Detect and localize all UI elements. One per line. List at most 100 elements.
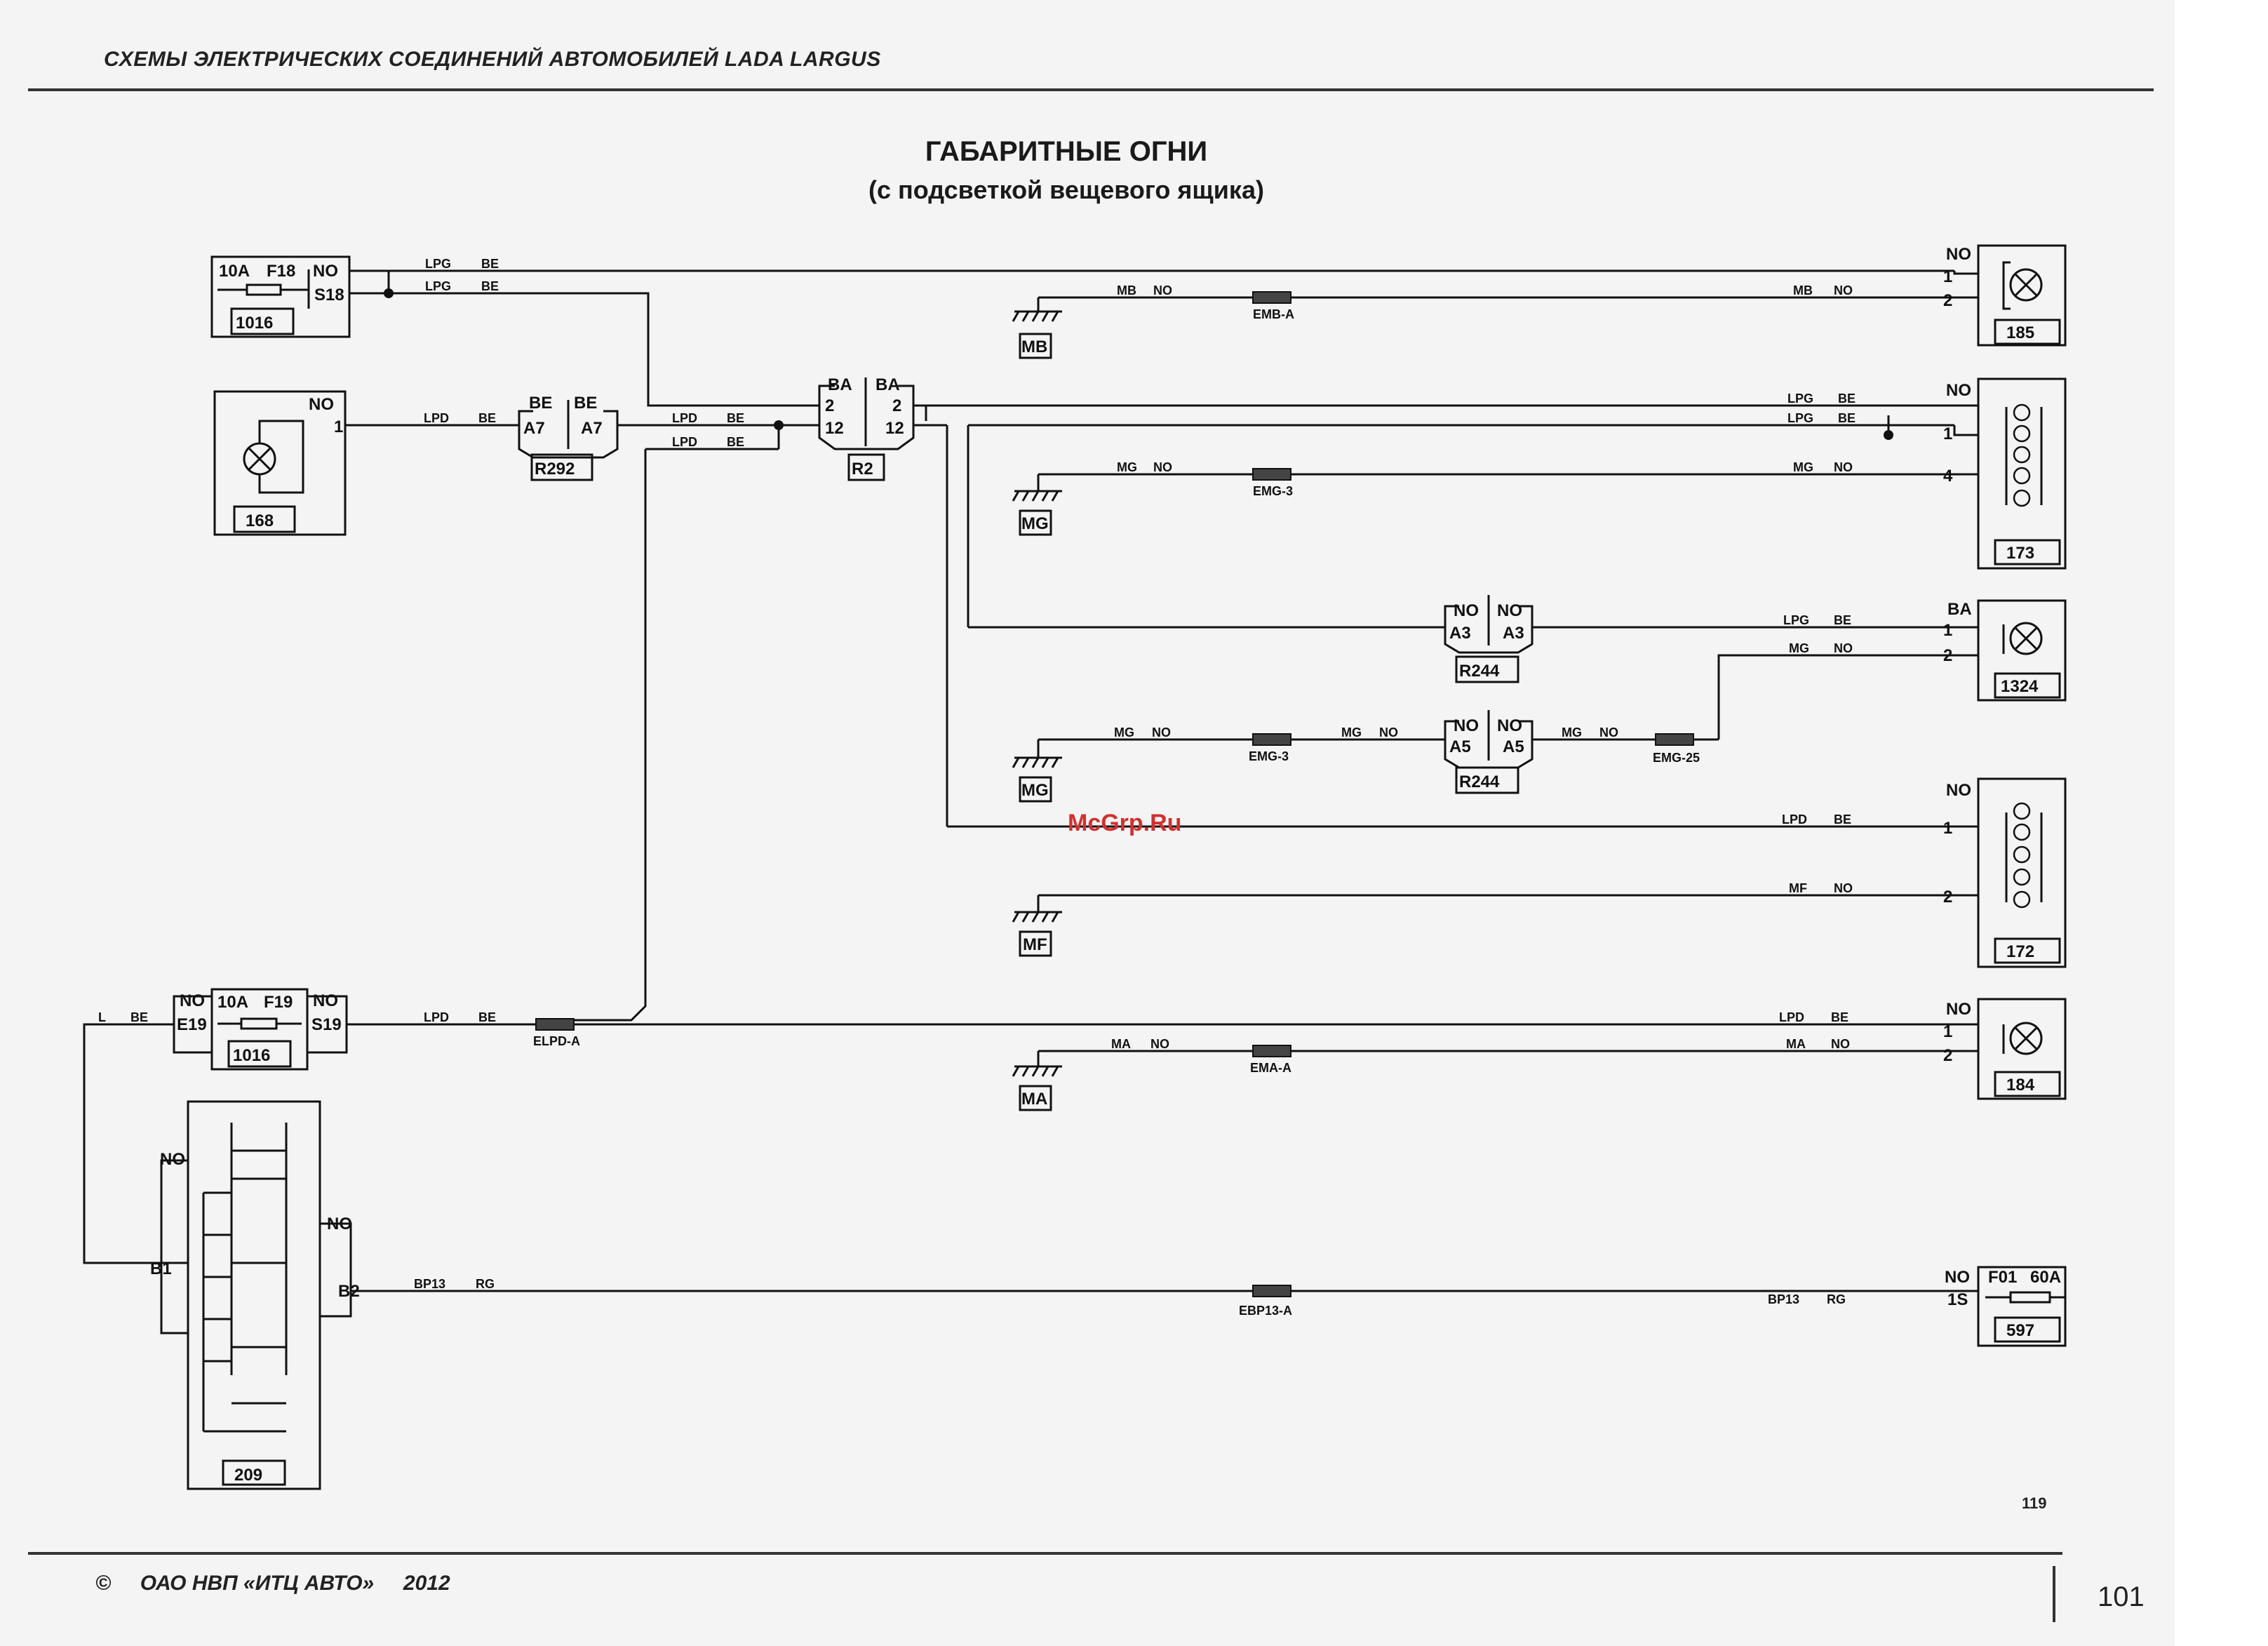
fuse-bottom-pin-in-color: NO bbox=[180, 991, 205, 1010]
wire-mg-a5-3: MG bbox=[1562, 725, 1582, 740]
page-edge bbox=[2175, 0, 2268, 1646]
lamp-172-pin1: 1 bbox=[1943, 819, 1952, 838]
conn-r2-color-l: BA bbox=[828, 375, 852, 394]
lamp-172-pin-color: NO bbox=[1946, 781, 1971, 800]
conn-r292-color-r: BE bbox=[574, 394, 597, 413]
ground-mf-symbol bbox=[1012, 911, 1062, 957]
ground-mg2-label: MG bbox=[1021, 781, 1049, 800]
lamp-168-id: 168 bbox=[246, 511, 274, 530]
lamp-184-pin-color: NO bbox=[1946, 1000, 1971, 1019]
conn-r244-a5-color-r: NO bbox=[1497, 716, 1522, 735]
junction-dot-173 bbox=[1884, 430, 1893, 440]
splice-elpd-a-block bbox=[535, 1018, 575, 1031]
ground-mg1-label: MG bbox=[1021, 514, 1049, 533]
conn-r244-a5-pin-r: A5 bbox=[1503, 737, 1524, 756]
lamp-168-id-box bbox=[233, 505, 296, 533]
wire-no-mb-1: NO bbox=[1153, 283, 1172, 297]
conn-r292-id: R292 bbox=[535, 460, 575, 479]
footer-copyright: © ОАО НВП «ИТЦ АВТО» 2012 bbox=[95, 1572, 450, 1595]
switch-209-pin-color-b2: NO bbox=[327, 1215, 352, 1233]
conn-r244-a3-color-r: NO bbox=[1497, 601, 1522, 620]
splice-elpd-a-label: ELPD-A bbox=[533, 1034, 580, 1048]
lamp-184-id-box bbox=[1994, 1071, 2061, 1097]
lamp-1324-box bbox=[1977, 599, 2067, 702]
wire-lpd-fuse: LPD bbox=[424, 1010, 449, 1024]
fuse-597-box bbox=[1977, 1266, 2067, 1347]
fuse-597-pin: 1S bbox=[1947, 1290, 1968, 1309]
fuse-bottom-pin-out-color: NO bbox=[313, 991, 338, 1010]
wire-l-switch: L bbox=[98, 1010, 106, 1024]
wire-mb-2: MB bbox=[1793, 283, 1813, 297]
conn-r2-shape bbox=[818, 384, 915, 450]
lamp-184-bulb bbox=[2009, 1022, 2043, 1055]
fuse-top-pin: S18 bbox=[314, 286, 344, 305]
wire-rg-1: RG bbox=[476, 1277, 495, 1291]
fuse-top-pin-out: NO bbox=[313, 262, 338, 281]
ground-ma-label: MA bbox=[1021, 1090, 1047, 1109]
fuse-top-id-box bbox=[230, 307, 295, 335]
fuse-top-rating: 10A bbox=[219, 262, 250, 281]
sheet-number: 119 bbox=[2022, 1494, 2047, 1512]
fuse-597-id: 597 bbox=[2006, 1321, 2034, 1340]
wire-lpd-172: LPD bbox=[1782, 812, 1807, 827]
manual-page bbox=[0, 0, 2175, 1646]
wire-no-184-1: NO bbox=[1150, 1037, 1169, 1051]
wire-no-mb-2: NO bbox=[1834, 283, 1853, 297]
lamp-173-bulbs bbox=[2013, 403, 2031, 909]
conn-r244-a3-pin-r: A3 bbox=[1503, 624, 1524, 643]
conn-r292-shape bbox=[518, 410, 619, 459]
wire-be-172: BE bbox=[1834, 812, 1851, 827]
lamp-184-pin2: 2 bbox=[1943, 1046, 1952, 1065]
switch-209-pin-color-b1: NO bbox=[160, 1150, 185, 1169]
lamp-185-pin2: 2 bbox=[1943, 291, 1952, 310]
splice-ema-a-label: EMA-A bbox=[1250, 1061, 1291, 1075]
junction-dot-r2 bbox=[774, 420, 784, 430]
wire-be-168: BE bbox=[478, 411, 496, 425]
wire-be-top-2: BE bbox=[481, 279, 499, 293]
fuse-597-element bbox=[2009, 1291, 2051, 1304]
lamp-168-pin: 1 bbox=[334, 417, 343, 436]
conn-r292-pin-r: A7 bbox=[581, 419, 603, 438]
switch-209-box bbox=[187, 1100, 321, 1490]
lamp-185-id: 185 bbox=[2006, 323, 2034, 342]
fuse-bottom-fuse: F19 bbox=[264, 993, 293, 1012]
splice-ebp13-a-block bbox=[1252, 1285, 1291, 1297]
lamp-173-pin1: 1 bbox=[1943, 424, 1952, 443]
lamp-172-id: 172 bbox=[2006, 942, 2034, 961]
conn-r244-a3-color-l: NO bbox=[1454, 601, 1479, 620]
splice-emg-3-top-label: EMG-3 bbox=[1253, 484, 1293, 498]
fuse-bottom-element bbox=[240, 1017, 278, 1030]
wire-lpg-173-1: LPG bbox=[1787, 392, 1813, 406]
lamp-185-bulb bbox=[2009, 268, 2043, 302]
conn-r2-pin-l-b: 12 bbox=[825, 419, 844, 438]
conn-r2-id-box bbox=[847, 453, 885, 481]
conn-r244-a5-id: R244 bbox=[1459, 772, 1500, 791]
wire-be-1324: BE bbox=[1834, 613, 1851, 627]
watermark: McGrp.Ru bbox=[1068, 810, 1182, 836]
wire-ma-184-2: MA bbox=[1786, 1037, 1806, 1051]
lamp-1324-id: 1324 bbox=[2001, 677, 2039, 696]
wire-be-top-1: BE bbox=[481, 257, 499, 271]
conn-r244-a3-shape bbox=[1444, 605, 1534, 654]
fuse-597-pin-color: NO bbox=[1945, 1268, 1970, 1287]
header-rule bbox=[28, 88, 2154, 91]
ground-mg1-symbol bbox=[1012, 490, 1062, 536]
switch-209-id: 209 bbox=[234, 1466, 262, 1485]
wire-no-172: NO bbox=[1834, 881, 1853, 895]
wire-lpd-168: LPD bbox=[424, 411, 449, 425]
wire-bp13-2: BP13 bbox=[1768, 1292, 1799, 1306]
wire-no-184-2: NO bbox=[1831, 1037, 1850, 1051]
conn-r244-a5-color-l: NO bbox=[1454, 716, 1479, 735]
wire-be-173-1: BE bbox=[1838, 392, 1856, 406]
conn-r292-pin-l: A7 bbox=[523, 419, 545, 438]
ground-mf-label: MF bbox=[1023, 935, 1047, 954]
wire-lpg-top-1: LPG bbox=[425, 257, 451, 271]
wire-mg-a5-2: MG bbox=[1341, 725, 1362, 740]
lamp-1324-bulb bbox=[2009, 622, 2043, 655]
wire-be-184: BE bbox=[1831, 1010, 1848, 1024]
fuse-bottom-pin-out: S19 bbox=[311, 1015, 342, 1034]
page-number: 101 bbox=[2098, 1581, 2145, 1612]
splice-emb-a-label: EMB-A bbox=[1253, 307, 1294, 321]
ground-mg2-symbol bbox=[1012, 756, 1062, 803]
